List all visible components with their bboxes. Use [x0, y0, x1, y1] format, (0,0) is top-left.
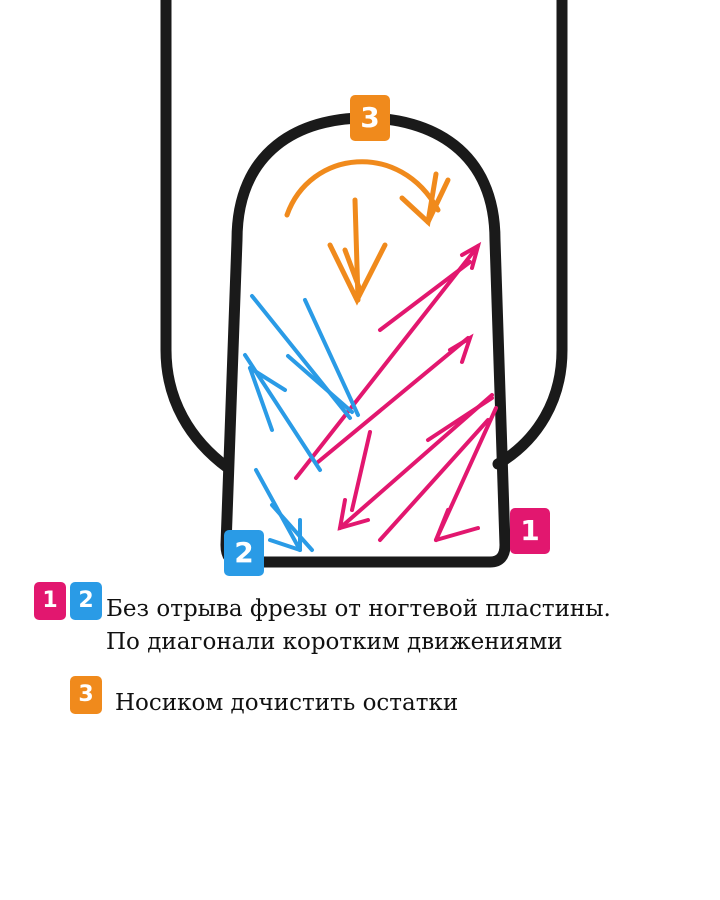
- step2-strokes: [243, 294, 360, 552]
- legend-badge-2: 2: [70, 582, 102, 620]
- finger-outline-right: [492, 0, 568, 470]
- legend-badge-3: 3: [70, 676, 102, 714]
- legend-text-line2: По диагонали коротким движениями: [106, 629, 563, 655]
- legend-badge-1: 1: [34, 582, 66, 620]
- finger-outline: [160, 0, 234, 474]
- step3-badge: 3: [350, 95, 390, 141]
- step1-strokes: [294, 241, 498, 542]
- step1-badge: 1: [510, 508, 550, 554]
- legend-text-3: Носиком дочистить остатки: [115, 690, 459, 716]
- legend-text-line1: Без отрыва фрезы от ногтевой пластины.: [106, 596, 611, 622]
- step2-badge: 2: [224, 530, 264, 576]
- step3-strokes: [284, 159, 451, 306]
